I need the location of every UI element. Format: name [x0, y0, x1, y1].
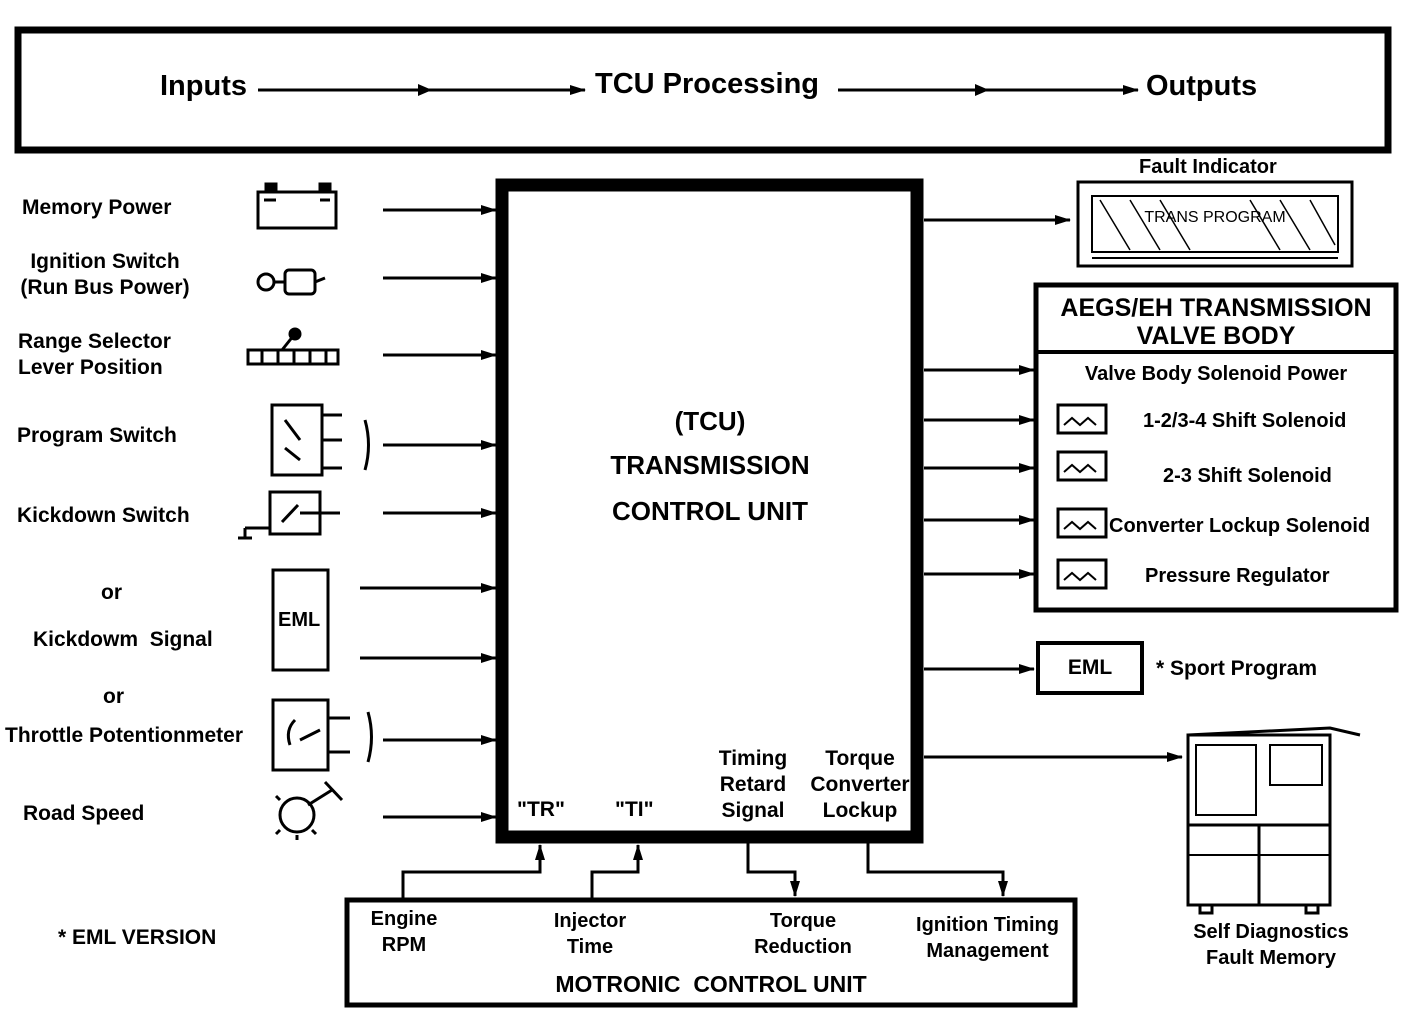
input-label-kickdown-switch: Kickdown Switch [17, 504, 190, 527]
input-label-or-2: or [103, 685, 124, 708]
tcu-title-line1: TRANSMISSION [610, 450, 810, 480]
motronic-label-engine-rpm: Engine RPM [370, 908, 438, 956]
valve-body-power-label: Valve Body Solenoid Power [1084, 363, 1348, 385]
motronic-title: MOTRONIC CONTROL UNIT [555, 971, 867, 997]
header-frame [14, 26, 1392, 154]
solenoid-label-pressure-regulator: Pressure Regulator [1145, 565, 1330, 587]
ignition-switch-icon [256, 268, 326, 296]
tcu-label-ti: "TI" [615, 798, 654, 821]
solenoid-label-converter-lockup: Converter Lockup Solenoid [1109, 515, 1371, 537]
self-diagnostics-label: Self Diagnostics Fault Memory [1193, 921, 1349, 969]
motronic-label-injector-time: Injector Time [553, 910, 627, 958]
valve-body-box [1033, 282, 1399, 613]
eml-input-box [271, 568, 330, 672]
battery-icon [256, 182, 338, 230]
input-label-or-1: or [101, 581, 122, 604]
tcu-label-torque-converter: Torque Converter Lockup [810, 747, 910, 822]
motronic-box [344, 897, 1078, 1008]
input-label-memory-power: Memory Power [22, 196, 172, 219]
input-label-kickdown-signal: Kickdowm Signal [33, 628, 213, 651]
input-label-range-selector: Range Selector Lever Position [18, 330, 171, 379]
motronic-label-torque-reduction: Torque Reduction [754, 910, 852, 958]
fault-indicator-display [1076, 180, 1354, 268]
footnote-eml-version: * EML VERSION [58, 926, 217, 949]
solenoid-label-shift-1234: 1-2/3-4 Shift Solenoid [1143, 410, 1347, 432]
header-outputs: Outputs [1146, 70, 1258, 102]
tcu-box [495, 178, 924, 844]
tcu-label-timing-retard: Timing Retard Signal [718, 747, 788, 822]
input-label-ignition-switch: Ignition Switch (Run Bus Power) [20, 250, 190, 299]
solenoid-label-shift-23: 2-3 Shift Solenoid [1163, 465, 1332, 487]
throttle-potentiometer-icon [271, 698, 373, 772]
eml-input-label: EML [278, 609, 321, 631]
output-arrows [924, 215, 1183, 762]
motronic-label-ignition-timing: Ignition Timing Management [916, 914, 1059, 962]
tcu-label-tr: "TR" [517, 798, 565, 821]
input-arrows [360, 205, 497, 822]
program-switch-icon [270, 403, 370, 477]
road-speed-sensor-icon [274, 780, 344, 840]
fault-indicator-label: Fault Indicator [1139, 156, 1277, 178]
input-label-throttle-potentiometer: Throttle Potentionmeter [5, 724, 244, 747]
header-inputs: Inputs [160, 70, 247, 102]
tcu-title-abbrev: (TCU) [674, 406, 746, 436]
eml-output-label: EML [1067, 656, 1113, 679]
kickdown-switch-icon [238, 490, 340, 540]
tcu-motronic-connectors [401, 843, 1008, 898]
input-label-program-switch: Program Switch [17, 424, 177, 447]
solenoid-icons [1056, 403, 1108, 590]
sport-program-label: * Sport Program [1156, 657, 1318, 680]
header-tcu-processing: TCU Processing [595, 68, 819, 100]
valve-body-title: AEGS/EH TRANSMISSION VALVE BODY [1060, 294, 1372, 350]
fault-display-text: TRANS PROGRAM [1144, 209, 1286, 226]
range-selector-icon [246, 327, 340, 366]
input-label-road-speed: Road Speed [23, 802, 145, 825]
diagnostic-tester-icon [1186, 726, 1361, 915]
eml-output-box [1036, 641, 1144, 695]
tcu-title-line2: CONTROL UNIT [612, 496, 808, 526]
